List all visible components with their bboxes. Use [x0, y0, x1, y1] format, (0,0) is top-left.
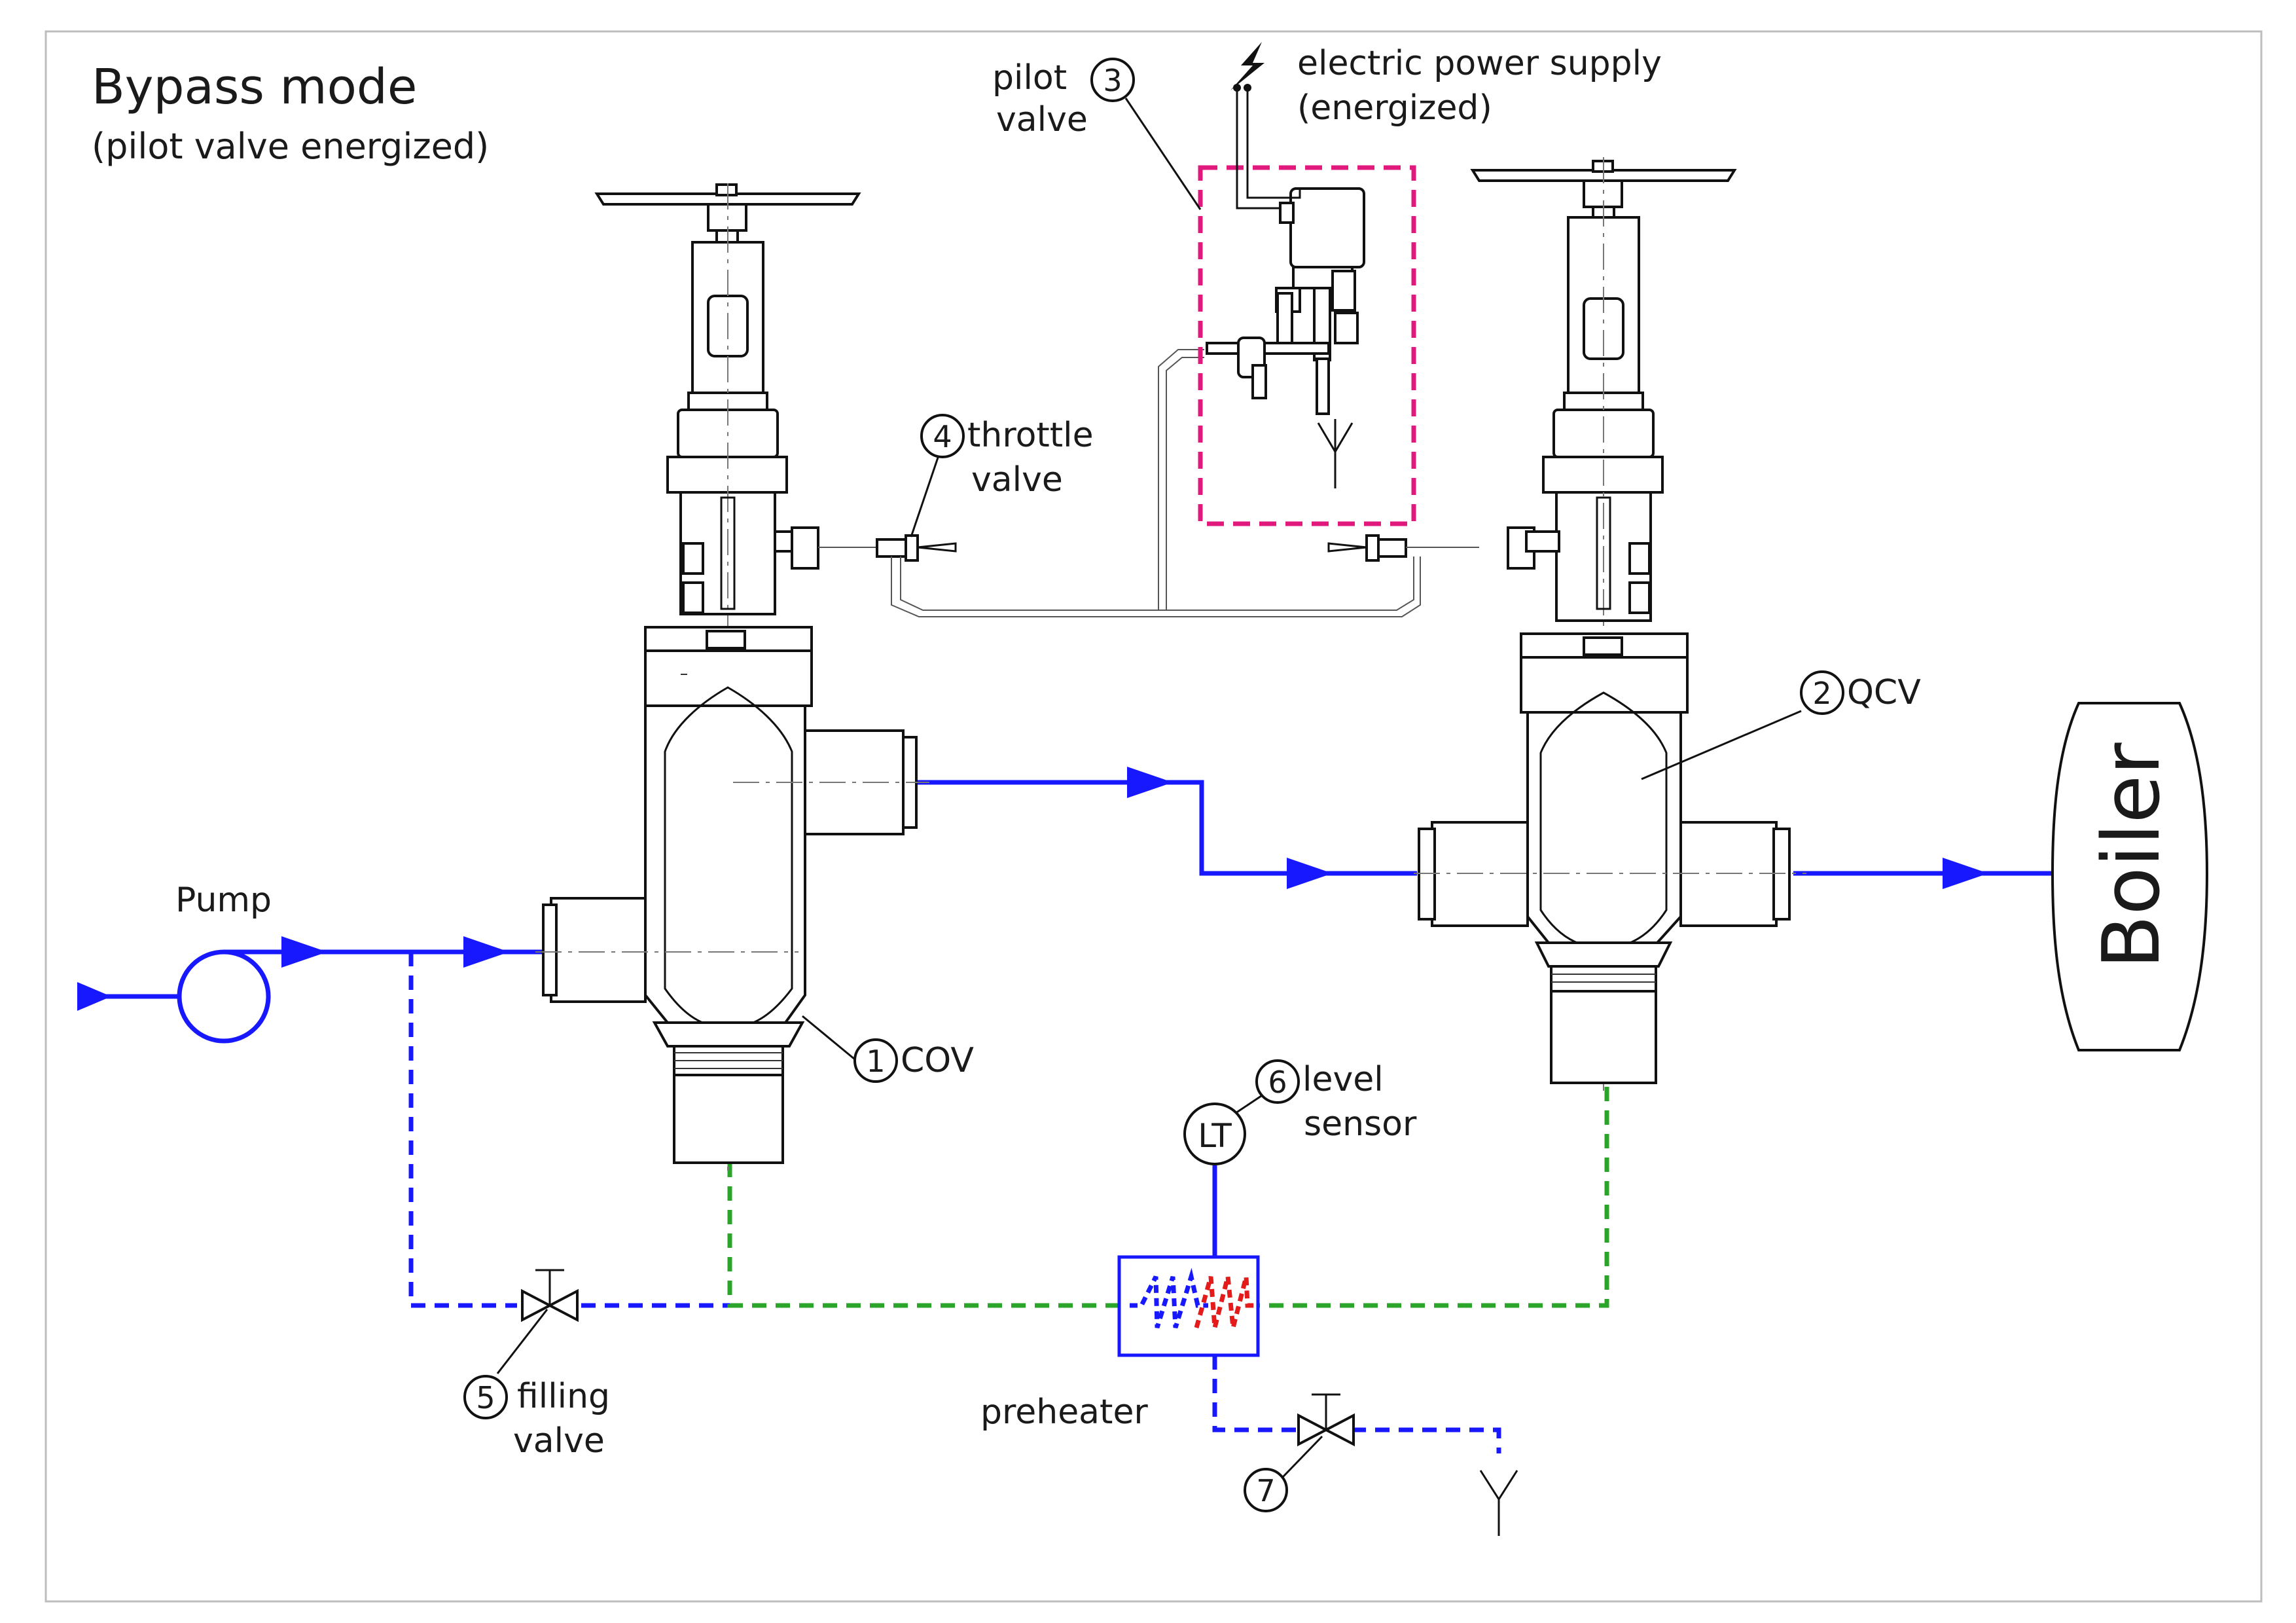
filling-valve-label-line2: valve [513, 1421, 605, 1461]
cov-drain-line [727, 1163, 1121, 1308]
filling-valve-symbol [521, 1269, 579, 1322]
preheater-drain-line-right [1352, 1427, 1501, 1453]
badge-2-number: 2 [1812, 676, 1831, 711]
badge-5 [463, 1375, 508, 1419]
flow-arrow [281, 936, 327, 968]
boiler-vessel: Boiler [2051, 702, 2209, 1051]
qcv-label: QCV [1847, 673, 1921, 712]
flow-arrow [1943, 858, 1988, 889]
flow-arrow [77, 982, 111, 1011]
badge-5-number: 5 [476, 1380, 495, 1415]
badge-3 [1090, 58, 1135, 102]
badge-4 [920, 414, 965, 458]
badge-1 [853, 1038, 898, 1083]
preheater-label: preheater [980, 1393, 1148, 1432]
electric-power-icon [1230, 42, 1265, 90]
badge-3-number: 3 [1103, 63, 1122, 98]
flow-arrow [1287, 858, 1333, 889]
preheater-drain-line [1212, 1355, 1299, 1432]
throttle-valve-label-line2: valve [971, 460, 1063, 500]
flow-arrow [1127, 767, 1173, 798]
cov-to-qcv-line [916, 780, 1417, 876]
badge-2 [1800, 670, 1844, 715]
level-sensor-label-line1: level [1302, 1060, 1384, 1099]
pump-symbol [177, 949, 275, 1044]
badge-6-number: 6 [1268, 1065, 1287, 1100]
drawing-frame [45, 30, 2263, 1603]
badge-6 [1255, 1059, 1300, 1104]
level-transmitter-tag: LT [1198, 1117, 1232, 1155]
pilot-valve-boundary [1198, 165, 1416, 526]
pilot-valve-label-line2: valve [996, 100, 1088, 139]
page-subtitle: (pilot valve energized) [92, 126, 489, 167]
qcv-drain-line [1257, 1087, 1609, 1308]
cov-label: COV [901, 1041, 974, 1080]
level-transmitter-symbol: LT [1183, 1103, 1246, 1165]
preheater-symbol [1117, 1255, 1260, 1357]
electric-power-supply-label: electric power supply [1297, 44, 1662, 83]
drain-valve-symbol [1297, 1393, 1355, 1447]
electric-power-supply-state: (energized) [1297, 88, 1492, 128]
drain-outlet-icon [1479, 1470, 1518, 1536]
boiler-label: Boiler [2087, 742, 2178, 969]
throttle-valve-assembly [818, 349, 1479, 617]
cov-valve [535, 183, 929, 1172]
badge-7 [1244, 1468, 1288, 1512]
level-sensor-label-line2: sensor [1304, 1104, 1417, 1144]
badge-4-number: 4 [933, 419, 952, 454]
flow-lines [77, 767, 2059, 1453]
pilot-valve-assembly [1206, 84, 1365, 488]
qcv-valve [1414, 157, 1806, 1093]
throttle-valve-label-line1: throttle [967, 416, 1094, 455]
pump-label: Pump [175, 881, 272, 920]
filling-branch-line [408, 952, 517, 1308]
badge-1-number: 1 [866, 1044, 885, 1079]
filling-valve-label-line1: filling [517, 1377, 610, 1416]
flow-arrow [463, 936, 509, 968]
pilot-valve-label-line1: pilot [992, 58, 1067, 98]
badge-7-number: 7 [1256, 1473, 1275, 1508]
page-title: Bypass mode [92, 59, 417, 115]
